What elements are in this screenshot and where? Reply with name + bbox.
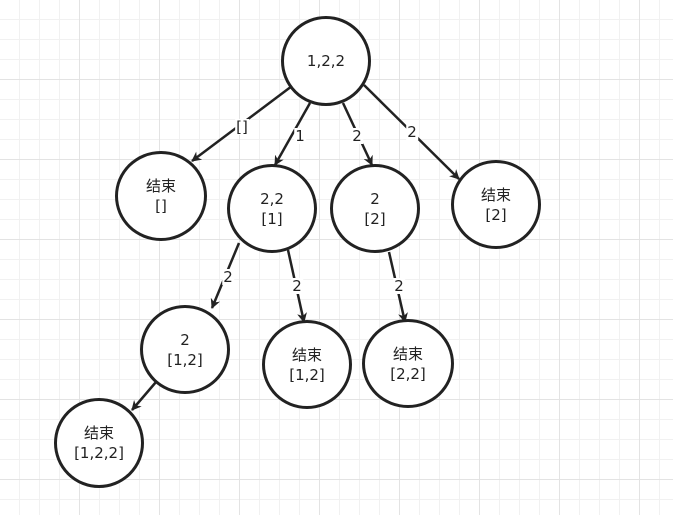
edge-label-root-n22: 1 bbox=[294, 127, 306, 145]
node-label: 2,2 bbox=[260, 189, 284, 208]
tree-node-end-b: 结束 [2] bbox=[451, 160, 541, 249]
tree-node-n2a: 2 [2] bbox=[330, 164, 420, 253]
edge-label-n22-end-c: 2 bbox=[291, 277, 303, 295]
node-label: 2 bbox=[180, 330, 190, 349]
node-label: 结束 bbox=[291, 345, 322, 364]
node-value: [1,2,2] bbox=[74, 444, 124, 462]
node-value: [] bbox=[155, 197, 167, 215]
tree-node-end-d: 结束 [2,2] bbox=[362, 319, 454, 408]
node-label: 2 bbox=[370, 189, 380, 208]
tree-node-end-a: 结束 [] bbox=[115, 151, 207, 241]
node-value: [1,2] bbox=[289, 365, 325, 384]
node-label: 1,2,2 bbox=[306, 52, 346, 70]
node-label: 结束 bbox=[480, 185, 511, 204]
node-label: 结束 bbox=[392, 344, 423, 363]
tree-node-n2b: 2 [1,2] bbox=[140, 305, 230, 394]
node-value: [2] bbox=[485, 205, 507, 224]
node-value: [1,2] bbox=[167, 350, 203, 369]
edge-label-n22-n2b: 2 bbox=[222, 268, 234, 286]
edge-root-n22 bbox=[273, 102, 312, 166]
node-value: [1] bbox=[261, 209, 283, 228]
node-value: [2,2] bbox=[390, 364, 426, 383]
tree-node-root: 1,2,2 bbox=[281, 16, 371, 106]
node-label: 结束 bbox=[83, 424, 114, 442]
tree-node-end-c: 结束 [1,2] bbox=[262, 320, 352, 409]
edge-label-root-n2a: 2 bbox=[351, 127, 363, 145]
node-label: 结束 bbox=[145, 177, 176, 195]
edge-label-root-end-a: [] bbox=[235, 118, 249, 136]
tree-node-end-e: 结束 [1,2,2] bbox=[54, 398, 144, 488]
node-value: [2] bbox=[364, 209, 386, 228]
edge-label-n2a-end-d: 2 bbox=[393, 277, 405, 295]
edge-n2b-end-e bbox=[131, 381, 157, 411]
tree-node-n22: 2,2 [1] bbox=[227, 164, 317, 253]
edge-label-root-end-b: 2 bbox=[406, 123, 418, 141]
